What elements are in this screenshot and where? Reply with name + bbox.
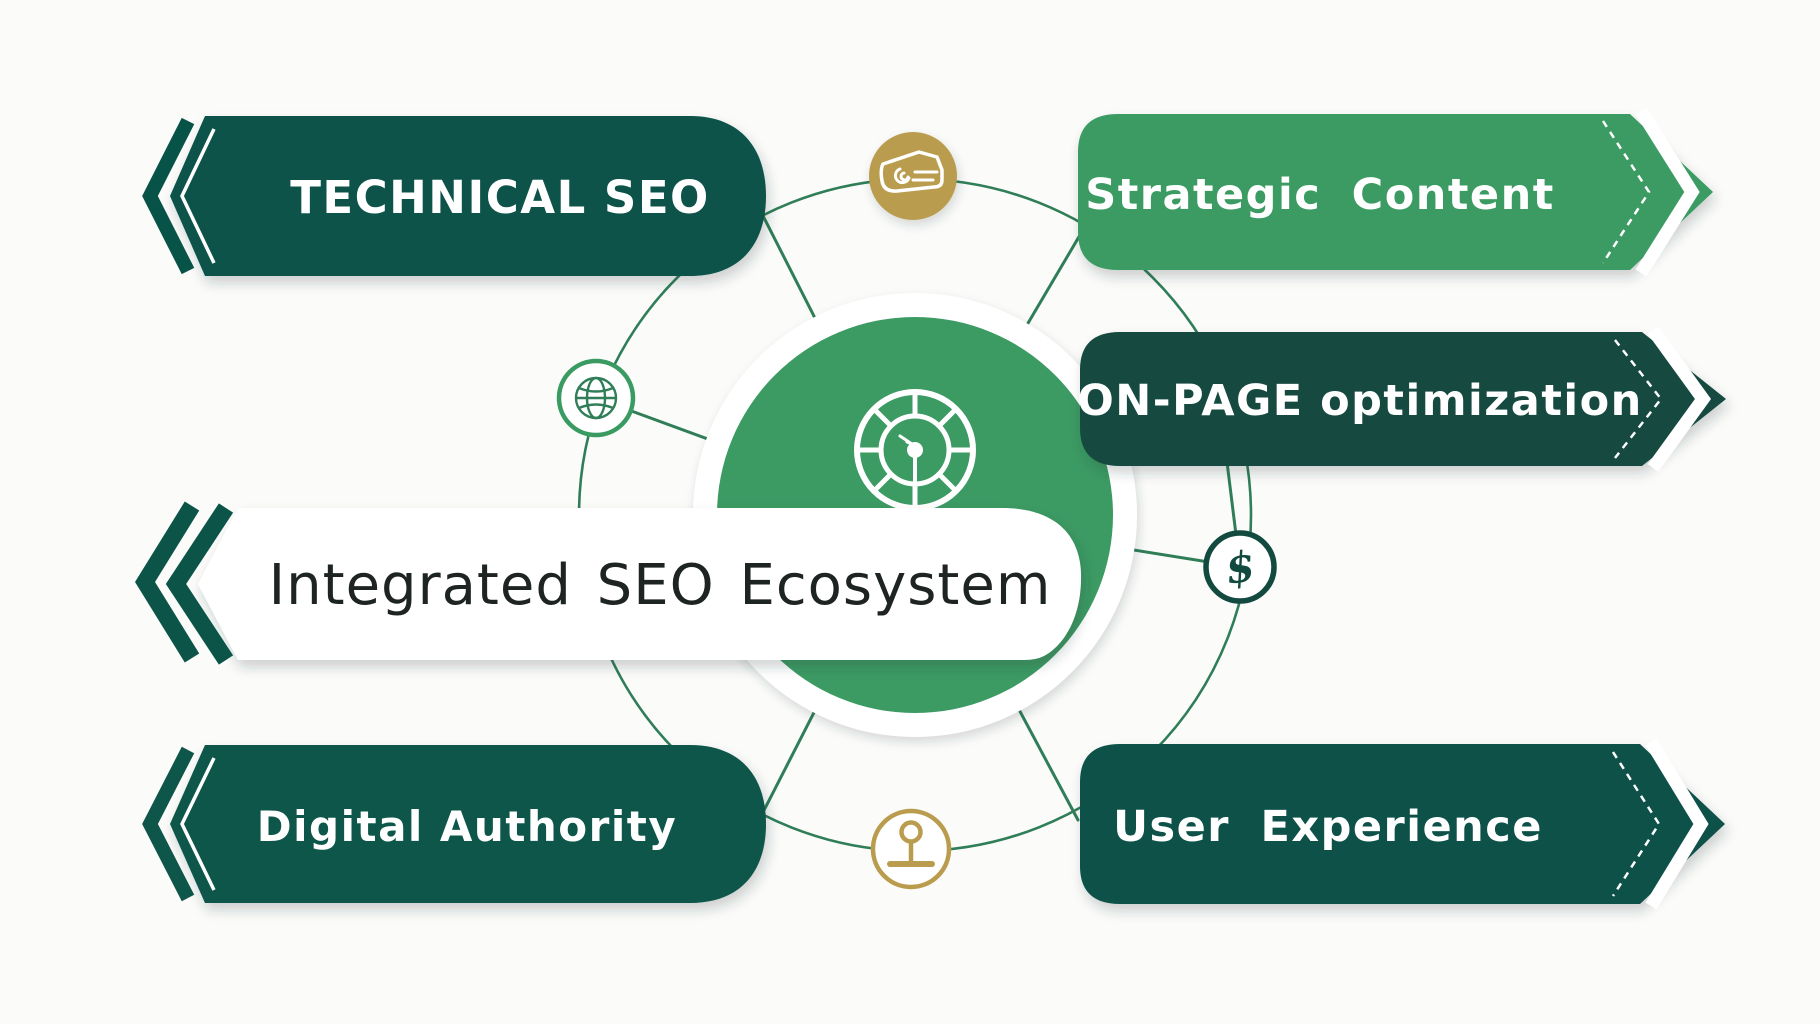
icon-stroke [899, 171, 910, 182]
chevron-band [142, 117, 195, 275]
title-banner: Integrated SEO Ecosystem [135, 501, 1082, 665]
banner-label: TECHNICAL SEO [290, 171, 710, 224]
map-pin-node [870, 808, 952, 890]
banner-digital-authority: Digital Authority [142, 745, 766, 903]
chevron-band [1647, 326, 1712, 472]
icon-stroke [879, 150, 944, 193]
banner-user-experience: User Experience [1080, 738, 1725, 910]
globe-node [556, 358, 636, 438]
banner-label: Digital Authority [257, 802, 677, 851]
double-chevron-outer [135, 501, 200, 663]
double-chevron-inner [165, 503, 234, 665]
icon-stroke [578, 386, 614, 393]
title-label: Integrated SEO Ecosystem [269, 553, 1052, 618]
chevron-line [180, 757, 216, 891]
target-spokes [857, 392, 973, 508]
banner-technical-seo: TECHNICAL SEO [142, 116, 766, 276]
partnership-icon [879, 150, 944, 193]
partnership-node-circle [869, 132, 957, 220]
banner-shape [1078, 114, 1713, 270]
chevron-dashed-line [1611, 751, 1661, 897]
chevron-band [1645, 738, 1709, 910]
banner-label: Strategic Content [1085, 170, 1555, 220]
dollar-icon: $ [1222, 541, 1258, 594]
icon-stroke [578, 403, 614, 410]
chevron-band [1635, 107, 1700, 277]
banner-label: User Experience [1113, 802, 1543, 852]
chevron-band [142, 746, 195, 902]
banner-shape [170, 116, 766, 276]
banner-on-page: ON-PAGE optimization [1077, 326, 1726, 472]
banner-shape [1080, 744, 1725, 904]
banner-label: ON-PAGE optimization [1077, 376, 1643, 426]
dollar-node-circle [1203, 530, 1277, 604]
globe-icon [574, 376, 618, 420]
banner-strategic-content: Strategic Content [1078, 107, 1713, 277]
chevron-line [180, 128, 216, 264]
banner-shape [1080, 332, 1726, 466]
target-icon [854, 389, 976, 511]
target-arrow [898, 434, 914, 451]
chevron-dashed-line [1601, 120, 1651, 264]
map-pin-icon [887, 820, 935, 867]
partnership-node [869, 132, 957, 220]
dollar-node: $ [1203, 530, 1277, 604]
title-banner-shape [198, 508, 1082, 660]
banner-shape [170, 745, 766, 903]
